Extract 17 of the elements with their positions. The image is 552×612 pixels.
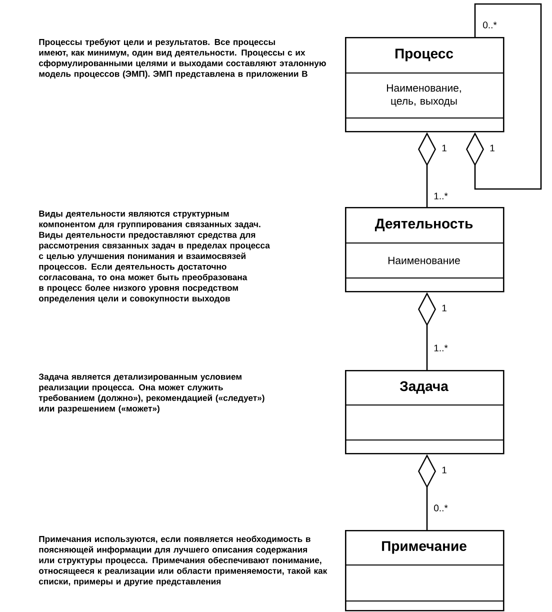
description-text: Задача является детализированным условием реализации процесса. Она может служить требованием (должно»), рекомендацией («следует») или разрешением («может») (38, 374, 264, 414)
class-box: Задача (345, 370, 504, 454)
multiplicity-label: 0..* (434, 504, 448, 512)
class-box: Процесс Наименование, цель, выходы (345, 37, 504, 132)
class-box: Примечание (345, 530, 504, 612)
multiplicity-label: 1..* (434, 192, 448, 200)
class-box: Деятельность Наименование (345, 207, 504, 292)
description-text: Примечания используются, если появляется необходимость в поясняющей информации для лучшего описания содержания или структуры процесса. Примечания обеспечивают понимание, относящееся к реализации или области применяемости, такой как списки, примеры и другие представления (38, 536, 328, 586)
multiplicity-label: 0..* (483, 22, 497, 28)
aggregation-line (466, 3, 542, 190)
multiplicity-label: 1 (490, 144, 494, 152)
multiplicity-label: 1 (442, 466, 446, 474)
multiplicity-label: 1..* (434, 344, 448, 352)
description-text: Процессы требуют цели и результатов. Все процессы имеют, как минимум, один вид деятельности. Процессы с их сформулированными целями и выходами составляют эталонную модель процессов (ЭМП). ЭМП представлена в приложении В (38, 38, 326, 79)
multiplicity-label: 1 (442, 144, 446, 152)
description-text: Виды деятельности являются структурным компонентом для группирования связанных задач. Виды деятельности предоставляют средства для рассмотрения связанных задач в пределах процесса с целью улучшения понимания и взаимосвязей процессов. Если деятельность достаточно согласована, то она может быть преобразована в процесс более низкого уровня посредством определения цели и совокупности выходов (38, 210, 270, 304)
multiplicity-label: 1 (442, 304, 446, 312)
